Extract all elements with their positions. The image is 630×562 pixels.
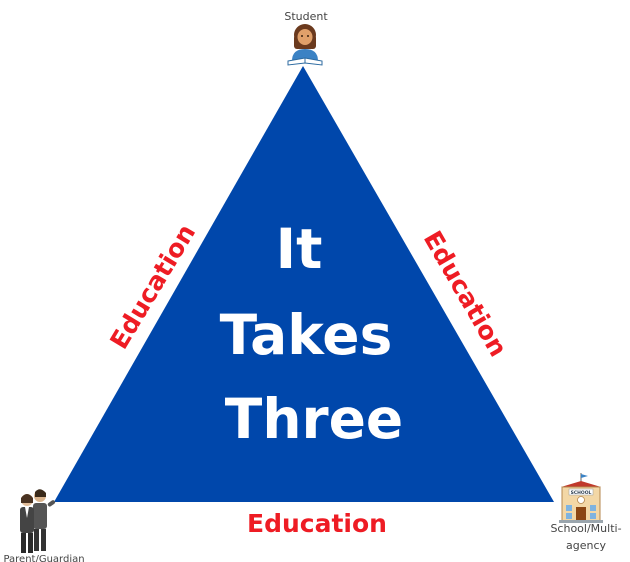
school-label-line-1: School/Multi-	[550, 522, 621, 535]
school-sign-text: SCHOOL	[571, 490, 592, 496]
center-title-line-2: Takes	[220, 303, 393, 367]
parents-icon	[20, 489, 56, 553]
triangle	[54, 66, 554, 502]
school-label-line-2: agency	[566, 539, 607, 552]
school-building-icon: SCHOOL	[559, 473, 603, 523]
student-label: Student	[284, 10, 328, 23]
student-reading-icon	[287, 24, 323, 66]
parent-guardian-label: Parent/Guardian	[3, 554, 84, 562]
center-title-line-1: It	[276, 217, 323, 281]
edge-label-bottom: Education	[247, 509, 387, 538]
center-title-line-3: Three	[225, 387, 403, 451]
